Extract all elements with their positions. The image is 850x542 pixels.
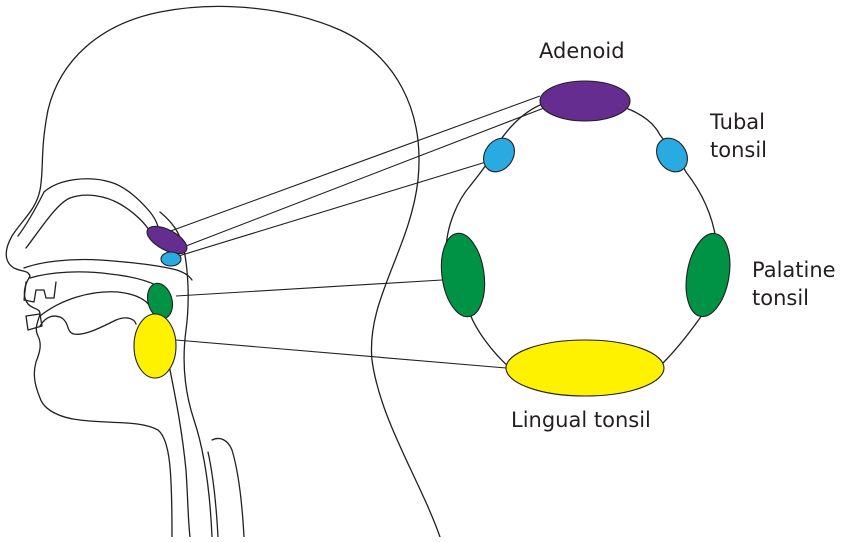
head-lingual: [133, 313, 177, 379]
palatine-label-line1: Palatine: [752, 258, 836, 282]
nasal-cavity-outer: [17, 178, 160, 241]
palatine-tonsil-label: Palatine tonsil: [752, 256, 836, 312]
tubal-tonsil-label: Tubal tonsil: [710, 108, 767, 164]
head-adenoid: [146, 225, 188, 255]
ring-palatine-right: [685, 232, 731, 318]
lower-teeth: [25, 313, 43, 331]
nasal-cavity-inner: [25, 194, 151, 249]
connector-lines: [167, 95, 545, 369]
connector-adenoid-lower: [185, 107, 545, 247]
palate-lower: [29, 271, 159, 287]
trachea: [211, 437, 245, 538]
connector-palatine: [175, 279, 443, 297]
ring-lingual: [505, 339, 665, 397]
adenoid-label: Adenoid: [539, 39, 625, 63]
tongue: [39, 291, 153, 317]
ring-palatine-left: [440, 232, 486, 318]
tongue-lower: [39, 315, 137, 335]
head-silhouette: [5, 5, 441, 538]
connector-tubal: [171, 161, 487, 259]
head-tubal: [160, 251, 182, 267]
tubal-label-line2: tonsil: [710, 138, 768, 162]
ring-tubal-left: [483, 137, 515, 173]
esophagus: [207, 451, 219, 538]
connector-lingual: [175, 339, 507, 369]
lingual-tonsil-label: Lingual tonsil: [511, 408, 651, 432]
face-profile: [23, 275, 173, 538]
palatine-label-line2: tonsil: [752, 286, 810, 310]
head-tonsils: [133, 225, 188, 379]
ring-tubal-right: [656, 137, 688, 173]
palate-upper: [23, 258, 193, 281]
ring-tonsils: [440, 80, 731, 397]
ring-adenoid: [539, 80, 631, 122]
tubal-label-line1: Tubal: [710, 110, 765, 134]
head-outline: [5, 5, 441, 538]
connector-adenoid: [167, 95, 541, 233]
upper-teeth: [23, 281, 57, 303]
